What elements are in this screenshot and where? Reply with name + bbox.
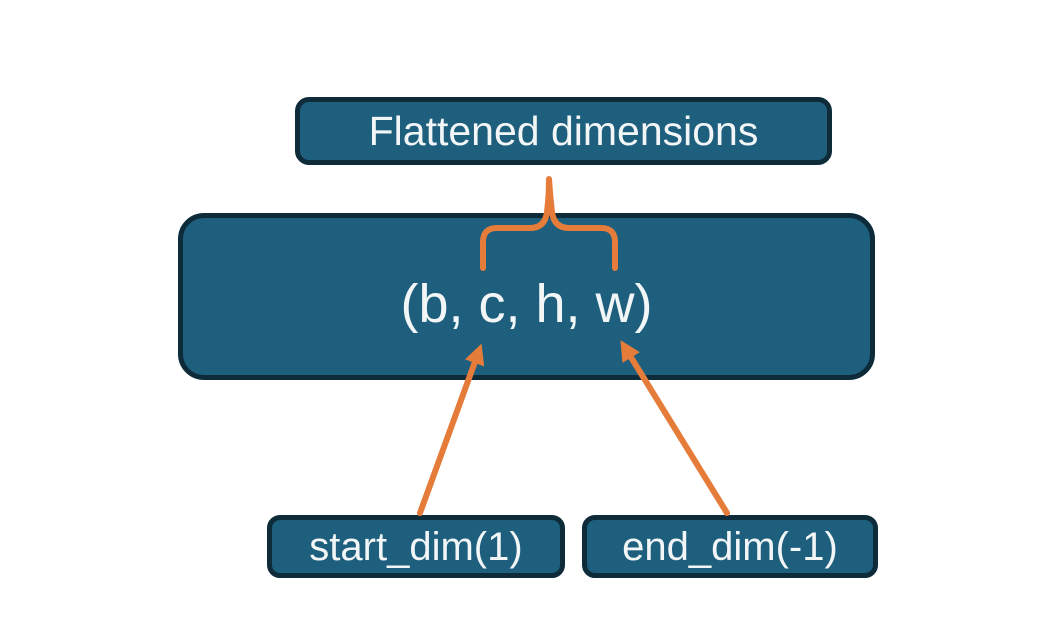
- node-tensor-shape-label: (b, c, h, w): [400, 273, 653, 334]
- node-end-dim-label: end_dim(-1): [622, 524, 838, 569]
- start-dim-arrow: [417, 343, 485, 516]
- node-end-dim: end_dim(-1): [582, 515, 878, 578]
- node-start-dim-label: start_dim(1): [309, 524, 523, 569]
- node-tensor-shape: (b, c, h, w): [178, 213, 875, 380]
- node-flattened-dimensions: Flattened dimensions: [295, 97, 832, 165]
- node-start-dim: start_dim(1): [267, 515, 565, 578]
- node-flattened-dimensions-label: Flattened dimensions: [368, 107, 759, 154]
